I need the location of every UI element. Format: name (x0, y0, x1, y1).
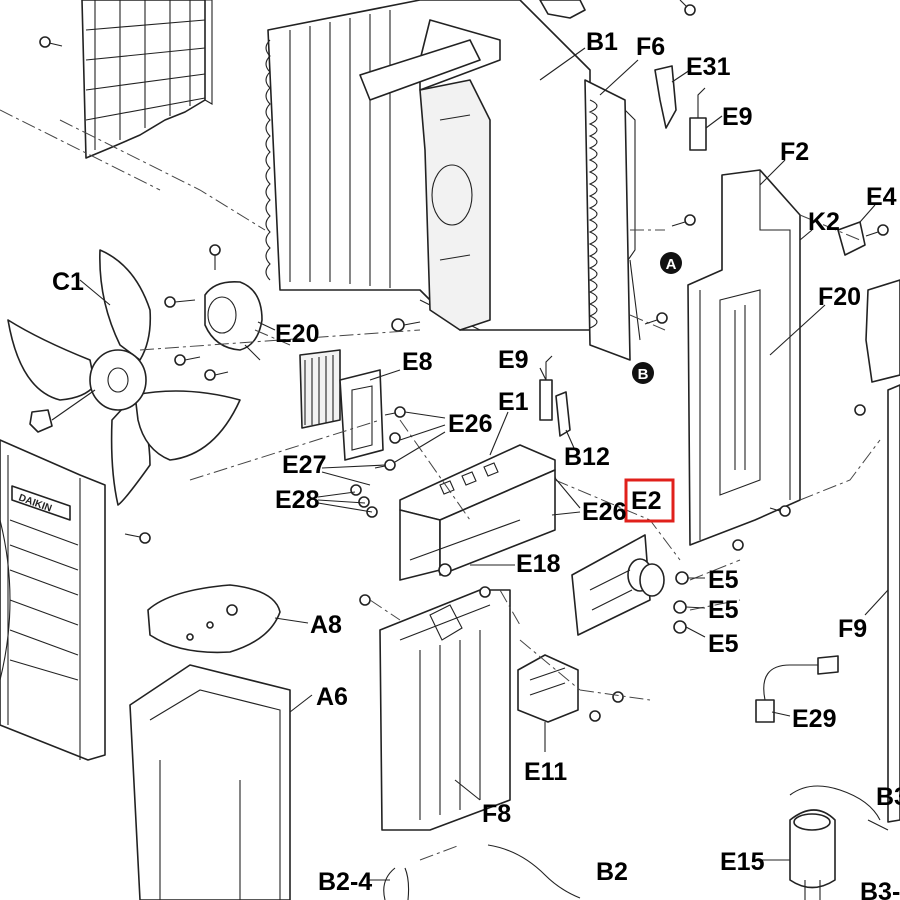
label-e4: E4 (866, 183, 897, 211)
screws-upper (164, 214, 696, 381)
label-a6: A6 (316, 683, 348, 711)
label-e9-upper: E9 (722, 103, 753, 131)
label-e2: E2 (631, 487, 662, 515)
base-plate (147, 584, 281, 654)
label-b3-6: B3-6 (860, 878, 900, 900)
expansion-valve (789, 809, 836, 900)
label-e26-lower: E26 (582, 498, 626, 526)
label-e18: E18 (516, 550, 561, 578)
reactor (517, 654, 624, 723)
label-b3: B3 (876, 783, 900, 811)
marker-a-text: A (666, 256, 677, 273)
label-e27: E27 (282, 451, 326, 479)
fan-motor (204, 280, 263, 361)
label-e20: E20 (275, 320, 319, 348)
service-valve-parts (837, 221, 889, 256)
drain-tray (129, 664, 291, 900)
label-e26-upper: E26 (448, 410, 492, 438)
label-e5-3: E5 (708, 630, 739, 658)
label-k2: K2 (808, 208, 840, 236)
marker-a: A (660, 252, 682, 274)
control-box-frame (399, 444, 556, 581)
sensor-clip (539, 65, 707, 437)
label-b1: B1 (586, 28, 618, 56)
label-e1: E1 (498, 388, 529, 416)
coil-end-pipes (584, 79, 666, 361)
label-f9: F9 (838, 615, 867, 643)
wire-harness (755, 655, 839, 723)
label-e31: E31 (686, 53, 731, 81)
label-f2: F2 (780, 138, 809, 166)
label-e28: E28 (275, 486, 320, 514)
pcb-assembly (299, 349, 384, 461)
marker-b: B (632, 362, 654, 384)
label-e5-2: E5 (708, 596, 739, 624)
e2-highlight-box (624, 478, 675, 523)
top-cover-fragment (539, 0, 696, 19)
control-box-cover (359, 586, 511, 831)
label-b12: B12 (564, 443, 610, 471)
marker-b-text: B (638, 366, 649, 383)
label-e15: E15 (720, 848, 765, 876)
terminal-cover (854, 279, 900, 823)
pipe-fragments (383, 785, 881, 900)
part-labels: B1 F6 E31 E9 F2 E4 K2 F20 C1 E20 E8 E9 E… (52, 28, 900, 900)
label-f6: F6 (636, 33, 665, 61)
inverter-pcb (571, 534, 689, 636)
label-e8: E8 (402, 348, 433, 376)
label-a8: A8 (310, 611, 342, 639)
side-panel (687, 169, 801, 551)
label-e29: E29 (792, 705, 836, 733)
label-f8: F8 (482, 800, 511, 828)
label-b2-4: B2-4 (318, 868, 372, 896)
label-e11: E11 (524, 758, 567, 786)
filter-grille (0, 0, 213, 191)
fan-shroud (359, 19, 501, 331)
label-f20: F20 (818, 283, 861, 311)
label-b2: B2 (596, 858, 628, 886)
label-c1: C1 (52, 268, 84, 296)
leader-lines (79, 47, 889, 881)
label-e5-1: E5 (708, 566, 739, 594)
propeller-fan (7, 249, 241, 506)
front-panel: DAIKIN (0, 439, 151, 761)
label-e9-lower: E9 (498, 346, 529, 374)
